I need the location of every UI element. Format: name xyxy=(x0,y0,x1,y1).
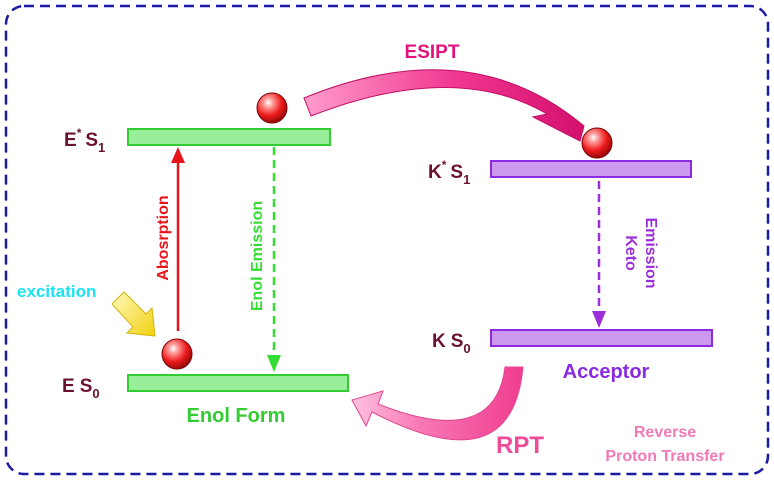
keto-ground-level xyxy=(490,329,713,347)
excitation-label: excitation xyxy=(17,282,96,301)
keto-excited-level xyxy=(490,160,692,178)
keto-emission-label-line2: Emission xyxy=(642,217,659,288)
acceptor-label: Acceptor xyxy=(563,361,650,383)
esipt-arrow xyxy=(303,69,585,142)
keto-emission-arrow-head xyxy=(592,311,606,328)
enol-form-label: Enol Form xyxy=(187,405,286,427)
enol-emission-label: Enol Emission xyxy=(249,201,266,311)
reverse-label: Reverse xyxy=(634,424,696,441)
absorption-label: Abosrption xyxy=(155,195,172,280)
keto-emission-label-line1: Keto xyxy=(622,235,639,271)
rpt-arrow xyxy=(351,366,524,441)
absorption-arrow-head xyxy=(171,147,185,163)
rpt-label: RPT xyxy=(496,432,544,459)
enol-excited-state-label: E*S1 xyxy=(64,126,105,155)
keto-excited-state-label: K*S1 xyxy=(428,158,470,187)
diagram-frame xyxy=(4,4,770,476)
enol-ground-level xyxy=(127,374,349,392)
excitation-arrow xyxy=(111,291,156,337)
enol-excited-level xyxy=(127,128,331,146)
enol-emission-arrow-head xyxy=(267,355,281,372)
enol-ground-electron xyxy=(161,338,193,370)
keto-excited-electron xyxy=(581,127,613,159)
proton-transfer-label: Proton Transfer xyxy=(605,448,724,465)
enol-excited-electron xyxy=(256,92,288,124)
esipt-label: ESIPT xyxy=(405,42,460,63)
